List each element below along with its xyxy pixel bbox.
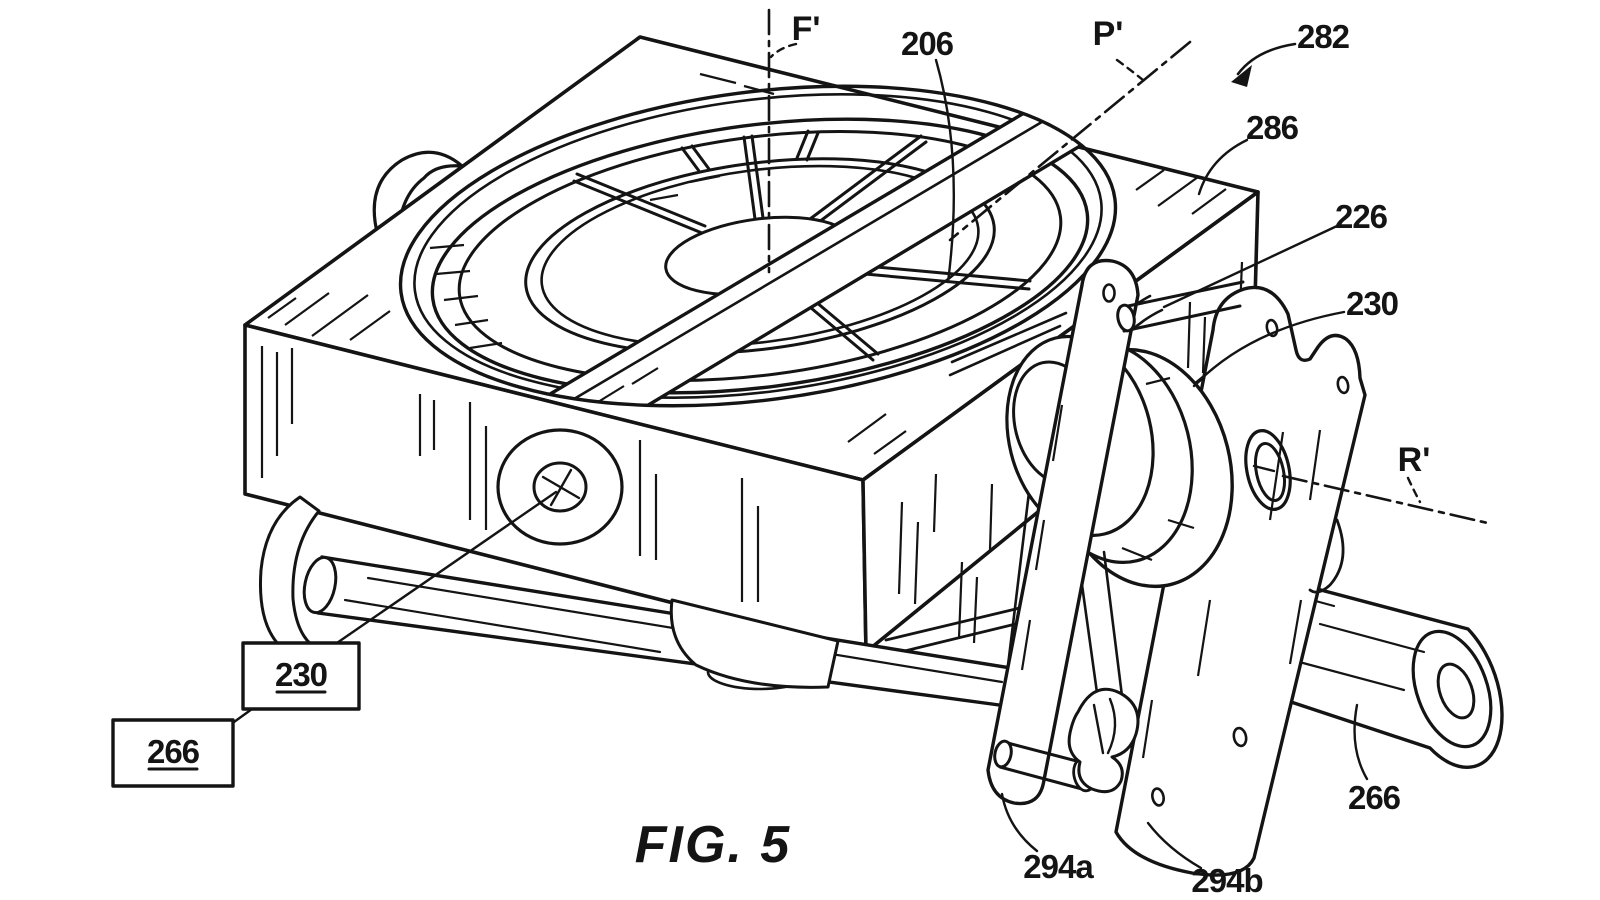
leader-266-right bbox=[1353, 703, 1369, 781]
box-connector bbox=[232, 707, 254, 724]
arrow-282-head bbox=[1231, 65, 1252, 87]
leader-230-box bbox=[332, 490, 558, 647]
axis-p-connector bbox=[1115, 58, 1145, 82]
axis-r-connector bbox=[1406, 476, 1422, 504]
leader-286 bbox=[1197, 138, 1249, 196]
output-cylinder bbox=[1274, 583, 1504, 770]
pulley-hatching bbox=[1121, 376, 1195, 562]
output-cylinder-bore bbox=[1436, 662, 1476, 720]
cross-beam-edge bbox=[550, 82, 1108, 414]
leader-206 bbox=[934, 58, 956, 284]
rear-plate-pin-hole bbox=[1265, 318, 1279, 338]
front-face-hatching bbox=[260, 346, 760, 602]
leader-226 bbox=[1162, 224, 1339, 309]
rear-link-plate bbox=[1114, 285, 1367, 877]
label-266-right: 266 bbox=[1348, 779, 1401, 816]
cross-beam-hatching bbox=[597, 367, 659, 403]
latch-hook bbox=[1067, 687, 1140, 794]
foot-pad bbox=[669, 598, 840, 691]
leader-294a bbox=[1000, 792, 1039, 853]
ref-box-266 bbox=[111, 718, 235, 788]
label-286: 286 bbox=[1246, 109, 1299, 146]
front-arm-pin-hole bbox=[1102, 283, 1116, 303]
ref-box-underlines bbox=[147, 690, 327, 771]
leader-294b bbox=[1146, 821, 1203, 870]
label-230-boxed: 230 bbox=[275, 656, 327, 693]
rear-plate-large-hole bbox=[1244, 429, 1292, 511]
rear-plate-large-hole-inner bbox=[1253, 441, 1287, 503]
support-rod-end-cap bbox=[302, 555, 338, 615]
label-axis-f: F' bbox=[792, 10, 821, 48]
label-266-boxed: 266 bbox=[147, 733, 200, 770]
axis-f-connector bbox=[769, 42, 798, 59]
boss-screw-cross bbox=[541, 468, 581, 507]
axis-lines bbox=[767, 8, 1494, 526]
front-arm-hatching bbox=[1020, 404, 1064, 671]
rear-plate-notch bbox=[1308, 518, 1345, 594]
rotor-wheel bbox=[413, 69, 1136, 446]
axis-p-line bbox=[948, 40, 1192, 242]
label-axis-r: R' bbox=[1398, 441, 1431, 479]
top-face-hatching bbox=[267, 72, 1227, 455]
rear-plate-small-hole-bottom bbox=[1151, 787, 1165, 807]
label-226: 226 bbox=[1335, 198, 1388, 235]
housing-opening bbox=[398, 84, 1118, 408]
leader-lines bbox=[232, 42, 1369, 870]
label-230-right: 230 bbox=[1346, 285, 1398, 322]
label-axis-p: P' bbox=[1093, 15, 1124, 53]
label-294a: 294a bbox=[1023, 848, 1094, 885]
label-294b: 294b bbox=[1191, 862, 1262, 899]
mounting-boss bbox=[496, 428, 624, 546]
label-206: 206 bbox=[901, 25, 954, 62]
rear-plate-small-hole-top bbox=[1336, 375, 1350, 395]
leader-230-right bbox=[1192, 310, 1346, 388]
label-282: 282 bbox=[1297, 18, 1350, 55]
ref-box-230 bbox=[241, 641, 361, 711]
rear-plate-small-hole-mid bbox=[1232, 726, 1248, 748]
upper-pivot-pin bbox=[1116, 280, 1245, 333]
belt-upper-strip bbox=[948, 311, 1068, 377]
figure-caption: FIG. 5 bbox=[635, 816, 791, 874]
axis-r-line bbox=[1281, 474, 1494, 526]
arrow-282-curve bbox=[1236, 42, 1297, 76]
axis-r-hole-dash bbox=[1252, 464, 1276, 473]
